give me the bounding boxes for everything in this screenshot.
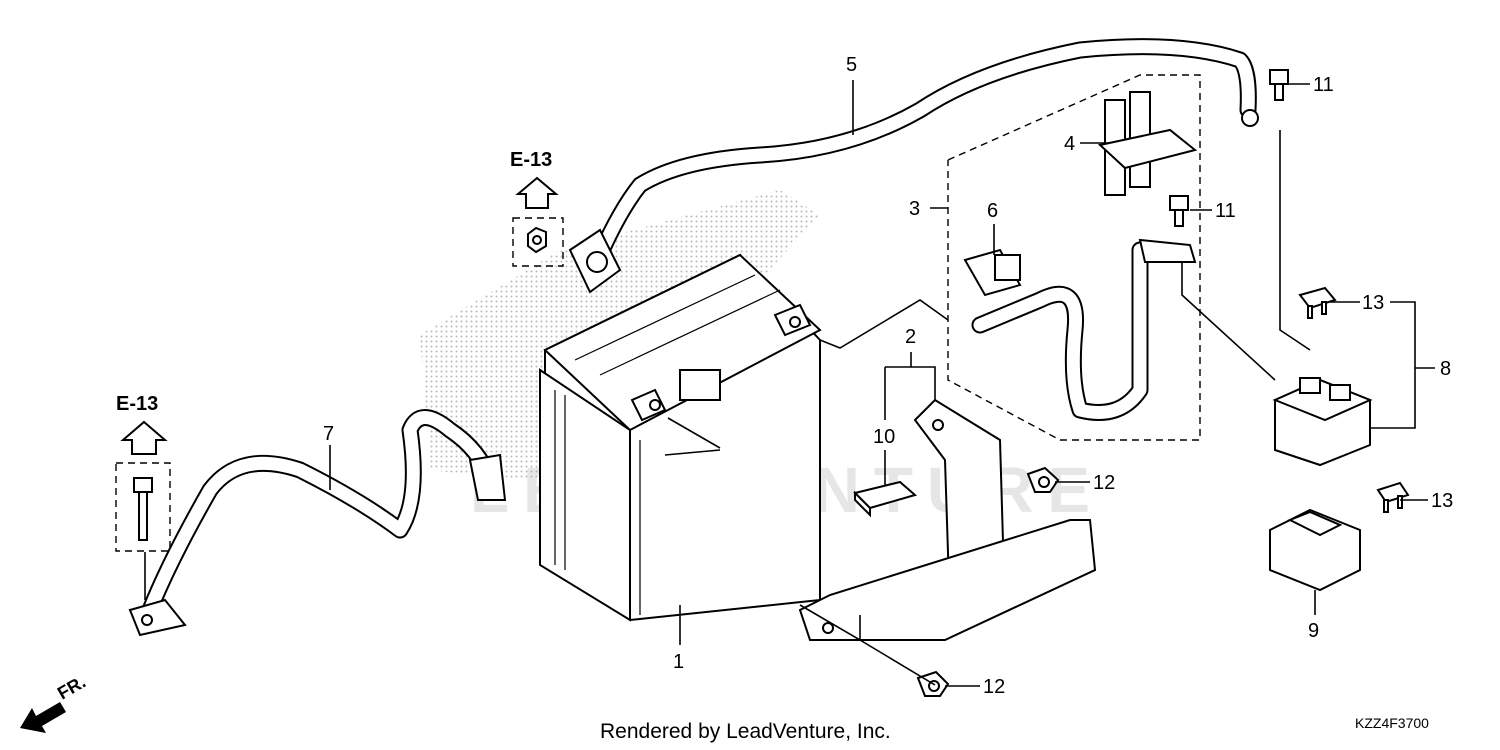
callout-4: 4 xyxy=(1064,133,1075,155)
fuse-lower[interactable] xyxy=(1376,481,1410,513)
callout-7: 7 xyxy=(323,423,334,445)
callout-2: 2 xyxy=(905,326,916,348)
connector-cap[interactable] xyxy=(963,248,1022,297)
terminal-cover[interactable] xyxy=(1097,91,1198,196)
callout-1: 1 xyxy=(673,651,684,673)
rubber-pad[interactable] xyxy=(853,480,918,518)
bolt-11-lower[interactable] xyxy=(1169,195,1189,227)
positive-cable[interactable] xyxy=(568,38,1259,294)
footer-credit: Rendered by LeadVenture, Inc. xyxy=(600,720,891,743)
starter-cable[interactable] xyxy=(971,238,1197,421)
front-direction-label: FR. xyxy=(54,672,89,704)
callout-13-upper: 13 xyxy=(1362,292,1384,314)
starter-relay-cable-group xyxy=(947,74,1201,441)
reference-lower-label: E-13 xyxy=(116,393,158,415)
relay-cover[interactable] xyxy=(1269,508,1361,592)
battery-terminal-negative xyxy=(630,388,667,422)
callout-11-upper: 11 xyxy=(1313,74,1334,96)
up-arrow-icon xyxy=(515,176,559,209)
front-direction-indicator: FR. xyxy=(20,672,89,733)
callout-13-lower: 13 xyxy=(1431,490,1453,512)
reference-upper: E-13 xyxy=(510,149,564,267)
callout-3: 3 xyxy=(909,198,920,220)
battery[interactable] xyxy=(539,253,822,622)
reference-upper-label: E-13 xyxy=(510,149,552,171)
callout-6: 6 xyxy=(987,200,998,222)
bolt-12-upper[interactable] xyxy=(1026,466,1060,493)
fuse-upper[interactable] xyxy=(1298,286,1337,319)
leader-lines xyxy=(144,80,1435,687)
bolt-icon xyxy=(133,477,153,493)
callout-9: 9 xyxy=(1308,620,1319,642)
starter-relay[interactable] xyxy=(1272,377,1373,467)
callout-10: 10 xyxy=(873,426,895,448)
battery-terminal-positive xyxy=(773,303,812,337)
diagram-code: KZZ4F3700 xyxy=(1355,715,1429,731)
callout-12-lower: 12 xyxy=(983,676,1005,698)
callout-12-upper: 12 xyxy=(1093,472,1115,494)
front-arrow-icon xyxy=(20,702,66,733)
callout-8: 8 xyxy=(1440,358,1451,380)
up-arrow-icon xyxy=(120,420,168,455)
reference-lower: E-13 xyxy=(115,393,171,552)
callout-11-lower: 11 xyxy=(1215,200,1236,222)
negative-cable[interactable] xyxy=(128,409,507,637)
bolt-11-upper[interactable] xyxy=(1269,69,1289,101)
callout-5: 5 xyxy=(846,54,857,76)
